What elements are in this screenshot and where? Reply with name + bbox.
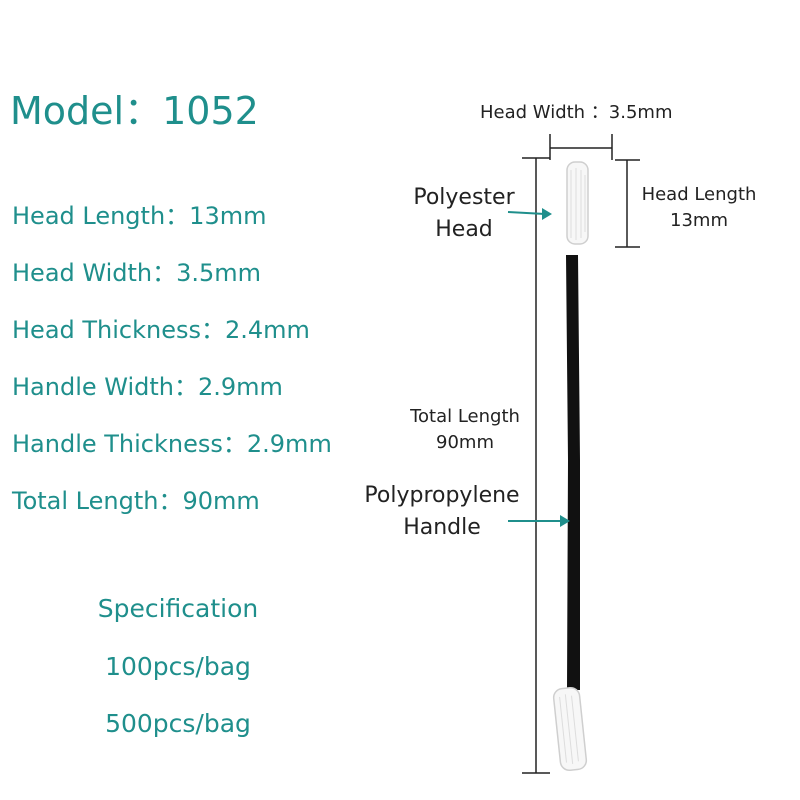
spec-label: Head Width — [12, 259, 153, 287]
handle-material-part: Handle — [403, 515, 481, 540]
head-length-value: 13mm — [670, 210, 728, 231]
packaging-option: 500pcs/bag — [105, 709, 251, 738]
spec-separator: ： — [152, 259, 177, 287]
spec-value: 2.9mm — [198, 373, 283, 401]
spec-value: 13mm — [189, 202, 267, 230]
spec-label: Handle Width — [12, 373, 174, 401]
packaging-title: Specification — [97, 594, 259, 623]
head-material-name: Polyester — [413, 185, 515, 210]
model-title: Model：1052 — [10, 80, 259, 135]
spec-total-length: Total Length：90mm — [12, 481, 260, 516]
handle-material-name: Polypropylene — [364, 483, 520, 508]
spec-handle-thickness: Handle Thickness：2.9mm — [12, 424, 332, 459]
spec-separator: ： — [222, 430, 247, 458]
spec-label: Head Length — [12, 202, 166, 230]
head-texture-bottom — [559, 694, 579, 764]
spec-value: 2.9mm — [246, 430, 332, 458]
total-length-value: 90mm — [436, 432, 494, 453]
spec-head-thickness: Head Thickness：2.4mm — [12, 310, 310, 345]
head-material-part: Head — [435, 217, 493, 242]
spec-separator: ： — [158, 487, 183, 515]
model-label: Model — [10, 89, 125, 133]
spec-value: 90mm — [182, 487, 260, 515]
spec-separator: ： — [174, 373, 198, 401]
spec-value: 2.4mm — [225, 316, 310, 344]
spec-separator: ： — [201, 316, 225, 344]
total-length-text: Total Length — [410, 406, 520, 427]
swab-handle — [566, 255, 580, 690]
handle-material-label: Polypropylene Handle — [358, 480, 526, 544]
head-length-label: Head Length 13mm — [636, 182, 762, 234]
head-texture-top — [570, 168, 586, 240]
head-length-text: Head Length — [641, 184, 757, 205]
arrow-handle-material-tip — [560, 515, 570, 527]
model-number: 1052 — [162, 89, 259, 133]
spec-head-width: Head Width：3.5mm — [12, 253, 261, 288]
spec-label: Total Length — [12, 487, 159, 515]
spec-label: Handle Thickness — [12, 430, 223, 458]
head-material-label: Polyester Head — [398, 182, 530, 246]
spec-value: 3.5mm — [176, 259, 262, 287]
spec-head-length: Head Length：13mm — [12, 196, 266, 231]
spec-separator: ： — [165, 202, 190, 230]
total-length-label: Total Length 90mm — [404, 404, 526, 456]
arrow-head-material — [507, 211, 546, 215]
spec-label: Head Thickness — [12, 316, 201, 344]
swab-head-top — [566, 161, 589, 245]
head-width-label: Head Width ：3.5mm — [480, 102, 673, 123]
swab-head-bottom — [552, 687, 588, 771]
model-separator: ： — [124, 89, 163, 133]
spec-handle-width: Handle Width：2.9mm — [12, 367, 283, 402]
packaging-option: 100pcs/bag — [105, 652, 251, 681]
arrow-head-material-tip — [542, 208, 552, 220]
